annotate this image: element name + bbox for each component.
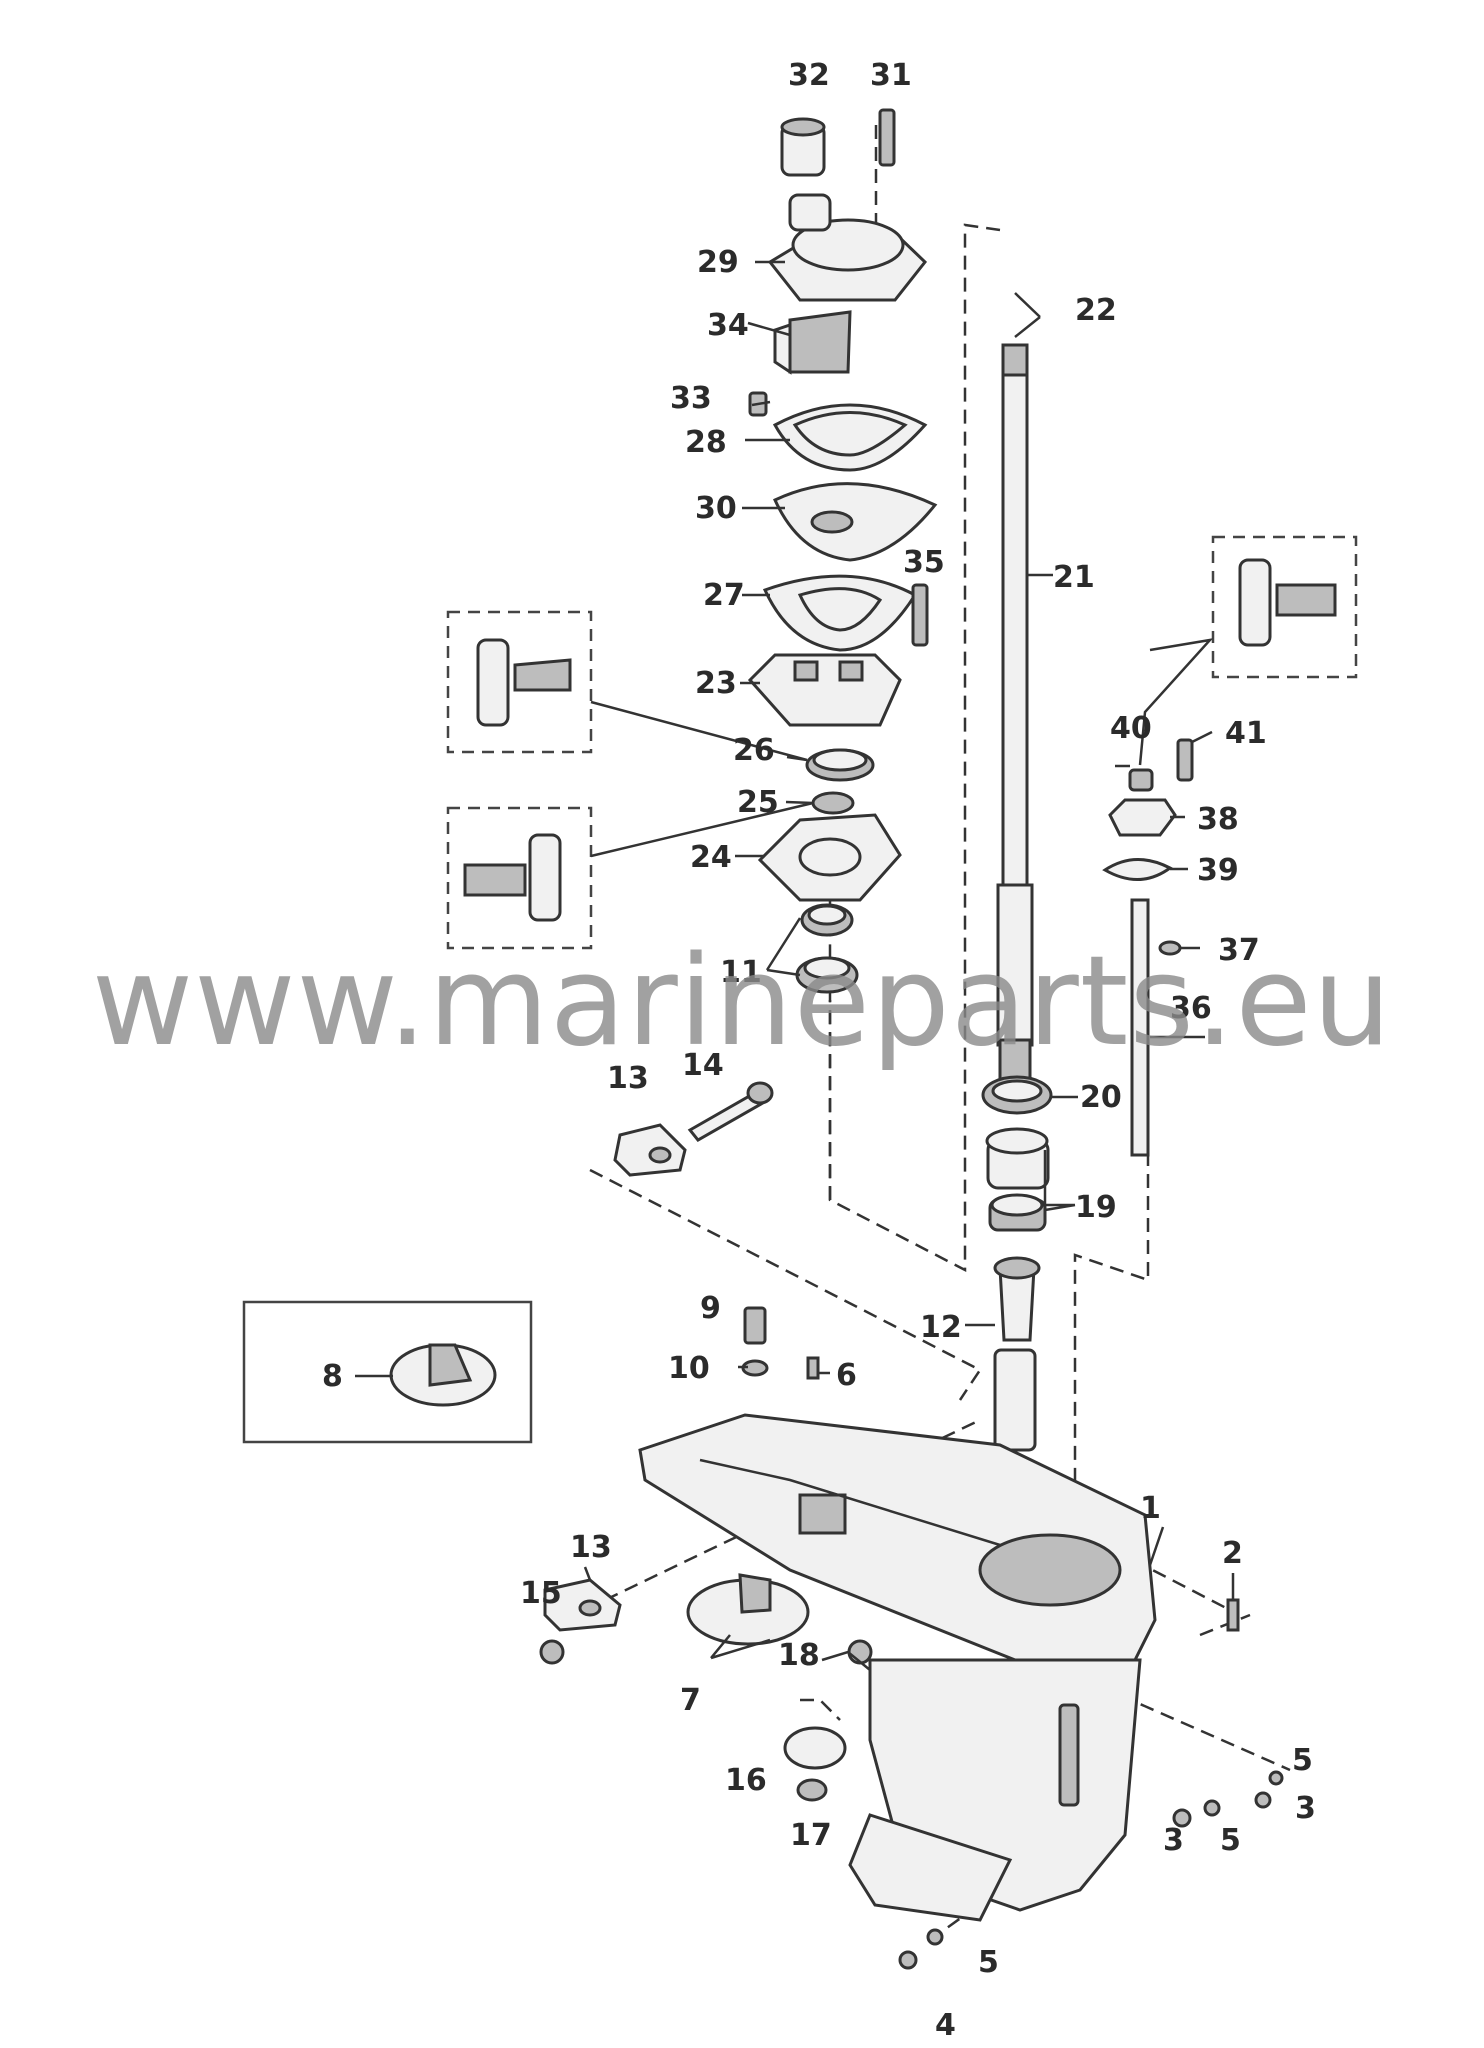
callout-9: 9 bbox=[700, 1291, 721, 1326]
callout-3-a: 3 bbox=[1295, 1791, 1316, 1826]
callout-36: 36 bbox=[1170, 991, 1212, 1026]
callout-40: 40 bbox=[1110, 711, 1152, 746]
leader-lines bbox=[355, 260, 1235, 1671]
sleeve-32 bbox=[780, 117, 826, 177]
callout-34: 34 bbox=[707, 308, 749, 343]
gear-housing-1 bbox=[638, 1413, 1157, 1922]
seal-25 bbox=[811, 791, 855, 815]
detail-box-26 bbox=[446, 610, 593, 754]
callout-28: 28 bbox=[685, 425, 727, 460]
callout-16: 16 bbox=[725, 1763, 767, 1798]
detail-box-25 bbox=[446, 806, 593, 950]
detail-box-8 bbox=[242, 1300, 533, 1444]
callout-38: 38 bbox=[1197, 802, 1239, 837]
nut-15 bbox=[539, 1639, 565, 1665]
callout-19: 19 bbox=[1075, 1190, 1117, 1225]
callout-29: 29 bbox=[697, 245, 739, 280]
trim-tab-7 bbox=[686, 1573, 810, 1646]
callout-2: 2 bbox=[1222, 1536, 1243, 1571]
callout-5-c: 5 bbox=[978, 1945, 999, 1980]
callout-24: 24 bbox=[690, 840, 732, 875]
gasket-27 bbox=[762, 574, 918, 652]
callout-41: 41 bbox=[1225, 716, 1267, 751]
callout-30: 30 bbox=[695, 491, 737, 526]
callout-22: 22 bbox=[1075, 293, 1117, 328]
gasket-28 bbox=[772, 403, 928, 472]
callout-1: 1 bbox=[1140, 1491, 1161, 1526]
callout-11: 11 bbox=[720, 955, 762, 990]
callout-18: 18 bbox=[778, 1638, 820, 1673]
plate-30 bbox=[773, 482, 938, 562]
callout-37: 37 bbox=[1218, 933, 1260, 968]
callout-21: 21 bbox=[1053, 560, 1095, 595]
pump-base-23 bbox=[747, 653, 902, 727]
callout-39: 39 bbox=[1197, 853, 1239, 888]
callout-3-b: 3 bbox=[1163, 1823, 1184, 1858]
callout-7: 7 bbox=[680, 1683, 701, 1718]
pump-housing-29 bbox=[767, 193, 928, 302]
bearing-11 bbox=[795, 903, 859, 994]
nut-18 bbox=[847, 1639, 873, 1665]
callout-33: 33 bbox=[670, 381, 712, 416]
small-fasteners bbox=[898, 1770, 1284, 1970]
lower-driveshaft-parts bbox=[981, 1075, 1053, 1452]
impeller-34 bbox=[773, 310, 852, 375]
callout-32: 32 bbox=[788, 58, 830, 93]
callout-20: 20 bbox=[1080, 1080, 1122, 1115]
callout-27: 27 bbox=[703, 578, 745, 613]
callout-4: 4 bbox=[935, 2008, 956, 2043]
screw-35 bbox=[911, 583, 929, 647]
shift-parts bbox=[1102, 738, 1194, 1157]
part-16 bbox=[783, 1726, 847, 1770]
callout-25: 25 bbox=[737, 785, 779, 820]
callout-8: 8 bbox=[322, 1359, 343, 1394]
callout-13-lower: 13 bbox=[570, 1530, 612, 1565]
callout-6: 6 bbox=[836, 1358, 857, 1393]
callout-14: 14 bbox=[682, 1048, 724, 1083]
driveshaft-21 bbox=[996, 343, 1034, 1082]
callout-5-b: 5 bbox=[1220, 1823, 1241, 1858]
detail-box-40 bbox=[1211, 535, 1358, 679]
pin-2 bbox=[1226, 1598, 1240, 1632]
screw-31 bbox=[878, 108, 896, 167]
callout-10: 10 bbox=[668, 1351, 710, 1386]
gasket-24 bbox=[757, 813, 902, 902]
seal-26 bbox=[805, 748, 875, 782]
callout-35: 35 bbox=[903, 545, 945, 580]
callout-23: 23 bbox=[695, 666, 737, 701]
watermark-text: www.marineparts.eu bbox=[91, 930, 1393, 1074]
washer-17 bbox=[796, 1778, 828, 1802]
callouts: 32 31 29 22 34 33 28 30 21 27 35 23 26 2… bbox=[322, 58, 1316, 2043]
anode-13-lower bbox=[543, 1578, 622, 1632]
screw-14 bbox=[687, 1081, 774, 1142]
callout-13-upper: 13 bbox=[607, 1061, 649, 1096]
pin-6 bbox=[806, 1356, 820, 1380]
callout-12: 12 bbox=[920, 1310, 962, 1345]
anode-13-upper bbox=[613, 1123, 687, 1177]
callout-31: 31 bbox=[870, 58, 912, 93]
screw-9 bbox=[743, 1306, 767, 1345]
callout-15: 15 bbox=[520, 1576, 562, 1611]
callout-17: 17 bbox=[790, 1818, 832, 1853]
callout-26: 26 bbox=[733, 733, 775, 768]
callout-5-a: 5 bbox=[1292, 1743, 1313, 1778]
